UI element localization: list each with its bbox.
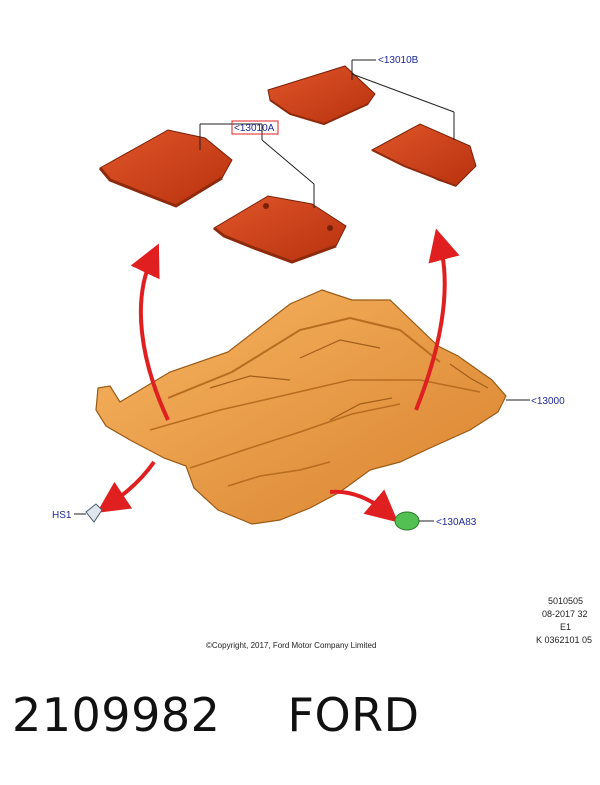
- ref-line-2: 08-2017 32: [542, 609, 588, 619]
- rear-left-mat: [267, 65, 376, 126]
- callout-hs1: HS1: [52, 510, 72, 521]
- floor-covering: [95, 289, 507, 525]
- part-number: 2109982: [12, 688, 221, 742]
- leader-lines-front: [199, 123, 315, 208]
- hs1-clip: [74, 503, 103, 523]
- ref-line-1: 5010505: [548, 596, 583, 606]
- copyright-text: ©Copyright, 2017, Ford Motor Company Lim…: [206, 641, 376, 650]
- plug-part: [394, 511, 434, 531]
- brand-name: FORD: [287, 688, 420, 742]
- arrows: [96, 228, 460, 523]
- callout-front-mats-box: [231, 120, 279, 135]
- parts-diagram: <13010B <13010A <13000 HS1 <130A83 ©Copy…: [52, 55, 592, 650]
- callout-front-mats: <13010A: [234, 123, 275, 134]
- ref-line-3: E1: [560, 622, 571, 632]
- footer-caption: 2109982 FORD: [12, 688, 420, 742]
- ref-line-4: K 0362101 05: [536, 635, 592, 645]
- front-left-mat: [98, 129, 233, 208]
- callout-plug: <130A83: [436, 517, 477, 528]
- rear-right-mat: [370, 123, 477, 187]
- callout-floor-covering: <13000: [531, 396, 565, 407]
- front-right-mat: [213, 195, 347, 264]
- callout-rear-mats: <13010B: [378, 55, 419, 66]
- leader-lines-rear: [351, 59, 455, 140]
